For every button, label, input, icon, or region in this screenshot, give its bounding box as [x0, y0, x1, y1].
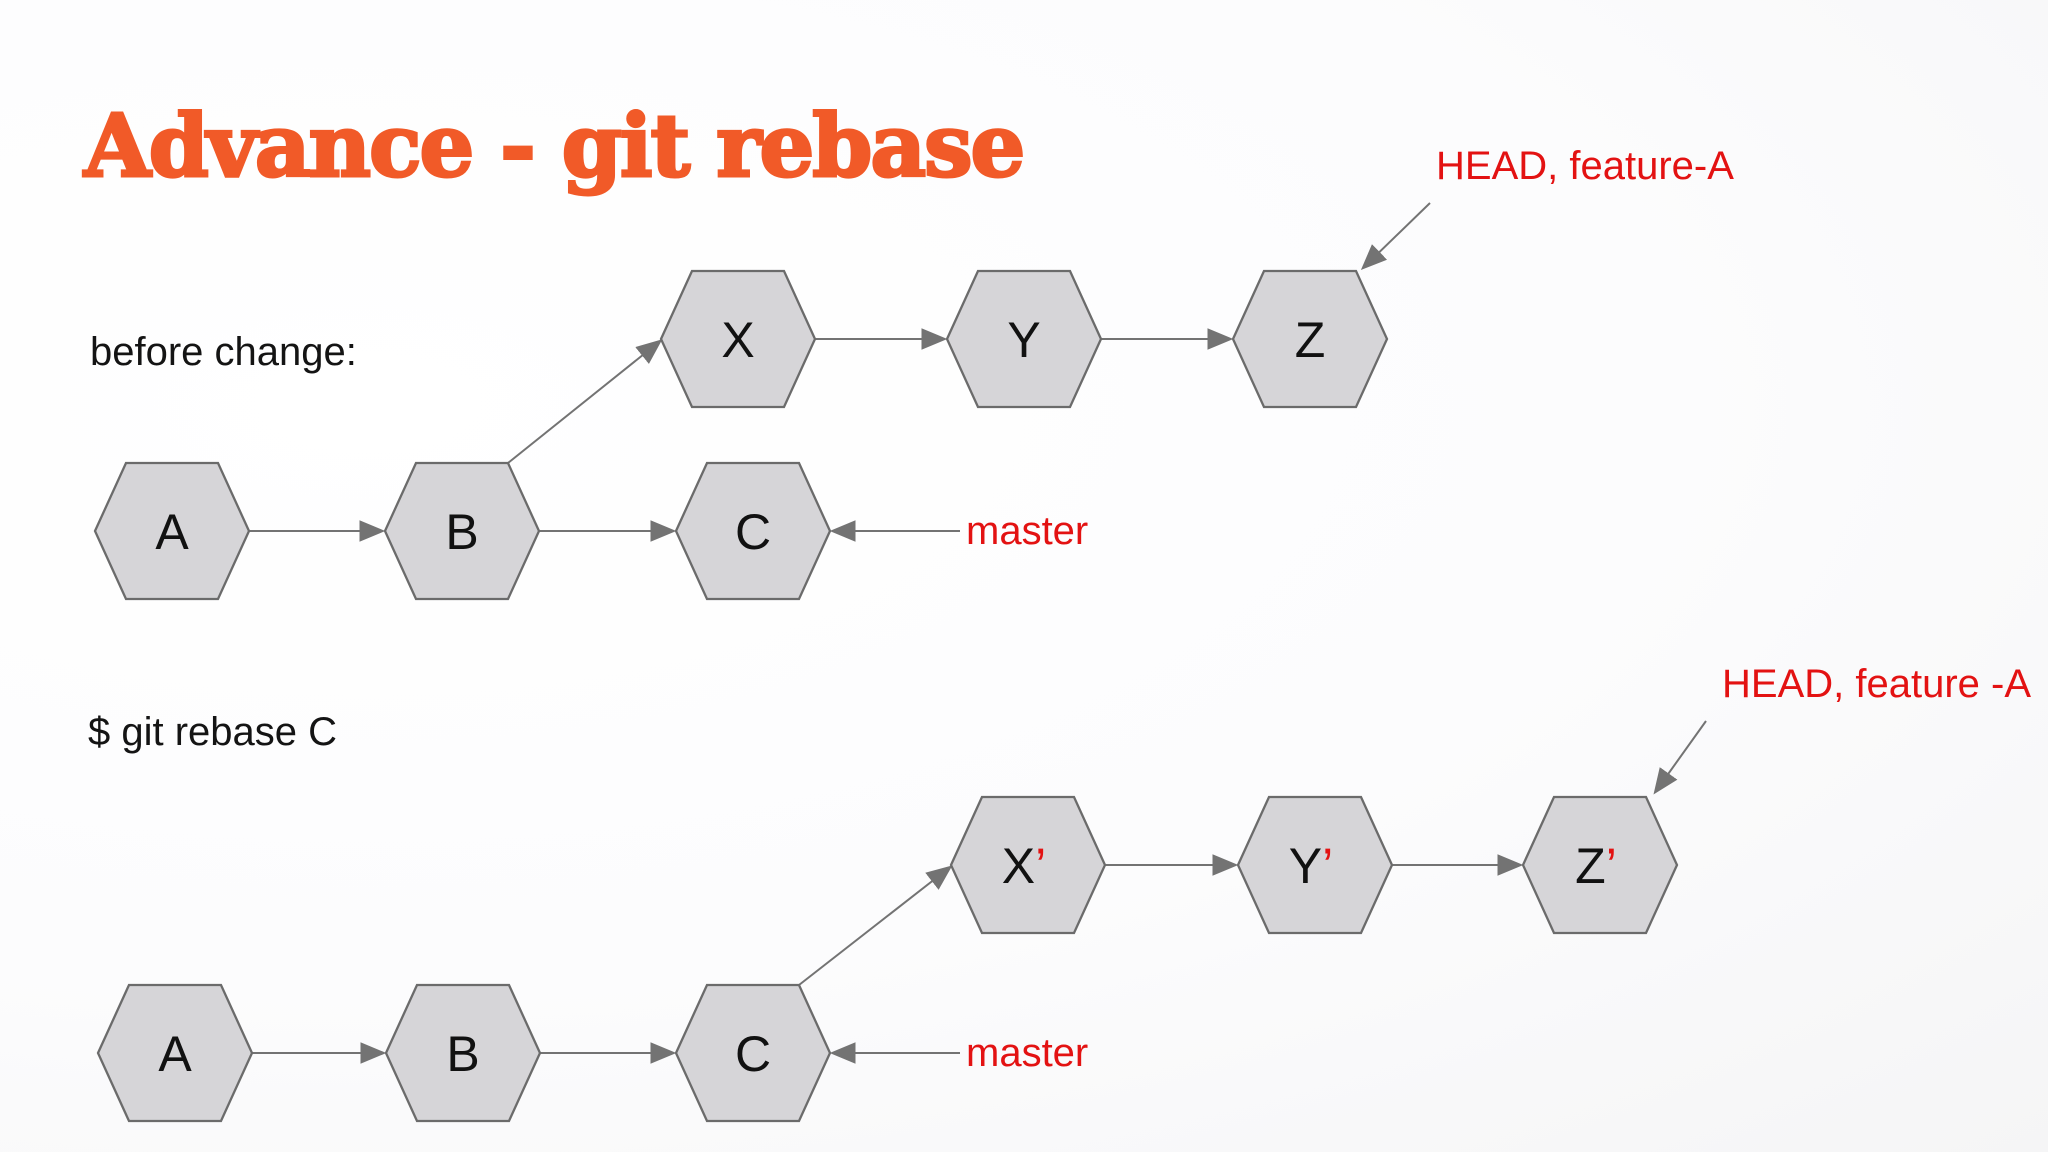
- master-ref-label-after: master: [966, 1031, 1089, 1075]
- commit-hexagon-before-y: [945, 269, 1103, 409]
- arrow-after-head-z: [1653, 720, 1707, 795]
- commit-hexagon-before-a: [93, 461, 251, 601]
- slide-title: Advance - git rebase: [82, 95, 1026, 199]
- arrow-before-b-x: [507, 339, 663, 464]
- commit-label-before-b: B: [445, 504, 478, 560]
- prime-mark: ’: [1606, 838, 1617, 894]
- commit-hexagon-after-y-prime: [1236, 795, 1394, 935]
- commit-label-after-z-prime: Z’: [1575, 838, 1617, 894]
- commit-hexagon-before-c: [674, 461, 832, 601]
- commit-label-before-x: X: [721, 312, 754, 368]
- before-change-caption: before change:: [90, 330, 357, 374]
- commit-label-before-z: Z: [1295, 312, 1326, 368]
- commit-hexagon-after-x-prime: [949, 795, 1107, 935]
- arrow-before-head-z: [1360, 202, 1431, 271]
- commit-label-before-y: Y: [1007, 312, 1040, 368]
- commit-hexagon-after-c: [674, 983, 832, 1123]
- commit-hexagon-after-z-prime: [1521, 795, 1679, 935]
- commit-label-before-c: C: [735, 504, 771, 560]
- commit-hexagon-after-a: [96, 983, 254, 1123]
- head-ref-label-before: HEAD, feature-A: [1436, 144, 1734, 188]
- commit-label-after-x-prime: X’: [1002, 838, 1046, 894]
- commit-label-after-y-prime: Y’: [1289, 838, 1333, 894]
- commit-letter: X: [1002, 838, 1035, 894]
- commit-label-before-a: A: [155, 504, 189, 560]
- arrow-after-c-x: [798, 865, 953, 986]
- rebase-command-caption: $ git rebase C: [88, 710, 338, 754]
- commit-label-after-c: C: [735, 1026, 771, 1082]
- commit-hexagon-before-z: [1231, 269, 1389, 409]
- commit-hexagon-before-x: [659, 269, 817, 409]
- prime-mark: ’: [1035, 838, 1046, 894]
- commit-letter: Z: [1575, 838, 1606, 894]
- prime-mark: ’: [1322, 838, 1333, 894]
- master-ref-label-before: master: [966, 509, 1089, 553]
- head-ref-label-after: HEAD, feature -A: [1722, 662, 2032, 706]
- commit-label-after-b: B: [446, 1026, 479, 1082]
- commit-letter: Y: [1289, 838, 1322, 894]
- commit-label-after-a: A: [158, 1026, 192, 1082]
- commit-hexagon-after-b: [384, 983, 542, 1123]
- commit-hexagon-before-b: [383, 461, 541, 601]
